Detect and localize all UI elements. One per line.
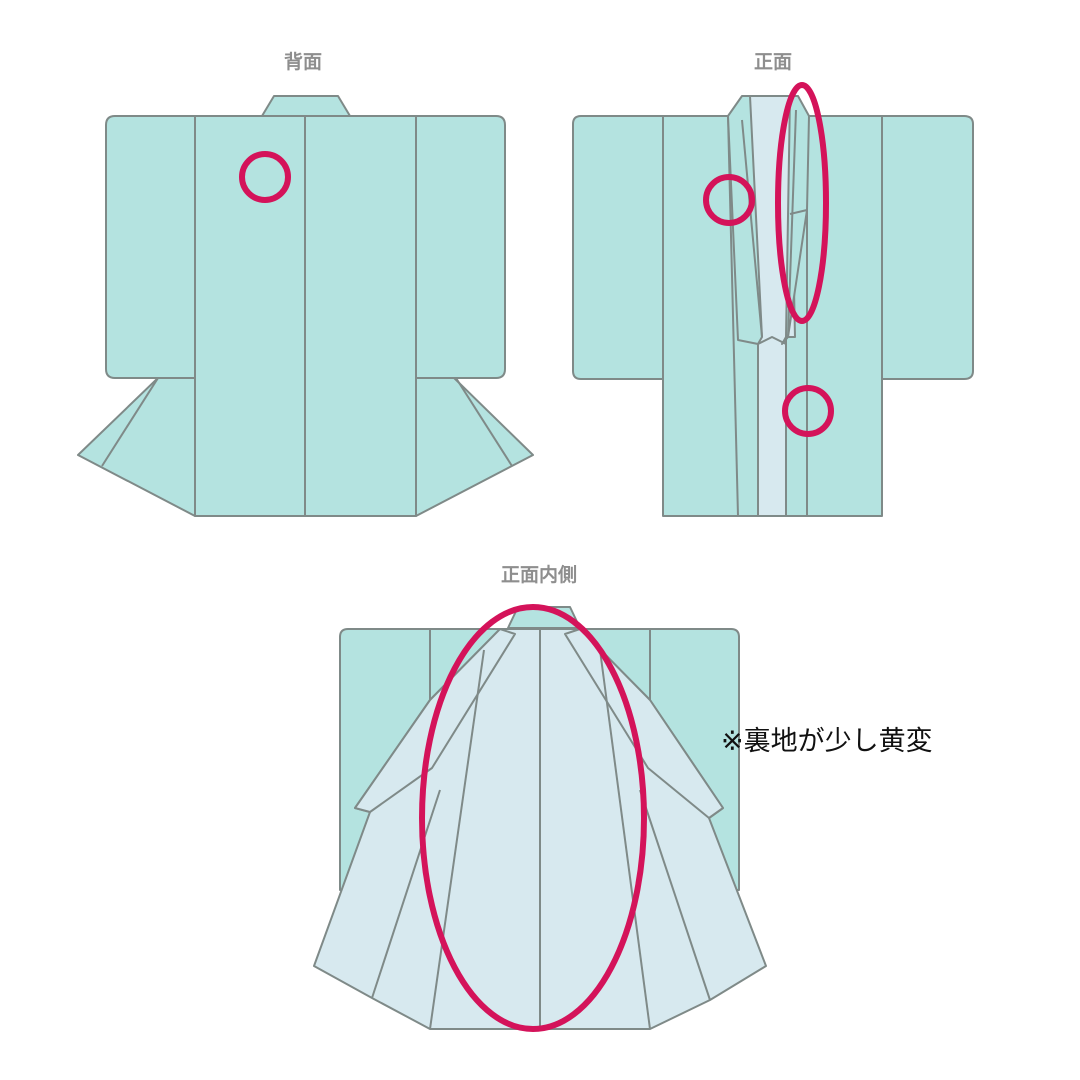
front-collar-marker-icon (775, 82, 829, 324)
inside-view-kimono (313, 606, 767, 1030)
front-view-label: 正面 (753, 51, 793, 73)
inside-seam-right (599, 649, 651, 1030)
inside-right-collar-band (564, 628, 724, 819)
back-skirt-right (415, 375, 534, 517)
front-collar-v (757, 336, 787, 345)
front-stain-marker-left-icon (703, 174, 755, 226)
front-left-collar-inner-line (741, 119, 763, 338)
inside-seam-right-outer (639, 789, 711, 1001)
inside-lining-yellowing-marker-icon (419, 604, 647, 1032)
front-left-sleeve (572, 115, 664, 380)
inside-view-label: 正面内側 (500, 564, 578, 586)
back-stain-marker-icon (239, 151, 291, 203)
back-left-sleeve (105, 115, 196, 379)
inside-seam-left-outer (371, 789, 441, 999)
front-view-kimono (572, 95, 974, 517)
back-gusset-seam-left (101, 377, 159, 467)
defect-markers (239, 82, 834, 1032)
back-skirt (77, 375, 196, 517)
front-stain-marker-lower-icon (782, 385, 834, 437)
front-collar-tie-line (789, 209, 808, 215)
back-view-kimono (77, 95, 534, 517)
front-right-sleeve (881, 115, 974, 380)
back-collar (261, 95, 351, 117)
back-body-panel-right (304, 115, 417, 517)
back-view-label: 背面 (283, 51, 323, 73)
lining-yellowing-note: ※裏地が少し黄変 (721, 726, 933, 757)
back-right-sleeve (415, 115, 506, 379)
back-gusset-seam-right (455, 377, 513, 467)
front-body-seam-left (727, 115, 739, 517)
inside-seam-left (429, 649, 485, 1030)
front-right-collar-band (781, 95, 810, 345)
